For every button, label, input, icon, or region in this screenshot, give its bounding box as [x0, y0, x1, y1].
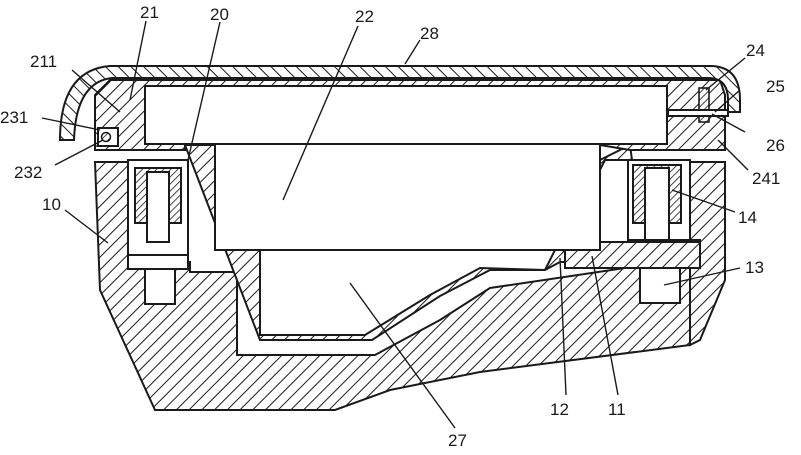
label-28: 28 [420, 24, 439, 43]
label-26: 26 [766, 136, 785, 155]
left-spring-core [147, 172, 169, 242]
label-10: 10 [42, 195, 61, 214]
pin-26 [668, 110, 728, 116]
label-27: 27 [448, 431, 467, 450]
label-13: 13 [745, 258, 764, 277]
label-14: 14 [738, 208, 757, 227]
label-211: 211 [30, 52, 57, 71]
label-231: 231 [0, 108, 28, 127]
label-241: 241 [752, 169, 780, 188]
right-spring-core [645, 168, 669, 240]
left-pad [128, 255, 188, 269]
label-11: 11 [608, 400, 626, 419]
label-232: 232 [14, 163, 42, 182]
label-21: 21 [140, 3, 159, 22]
label-20: 20 [210, 5, 229, 24]
label-22: 22 [355, 7, 374, 26]
label-12: 12 [550, 400, 569, 419]
label-24: 24 [746, 41, 765, 60]
display-panel [145, 86, 667, 144]
display-lower [215, 144, 600, 250]
left-foot [145, 269, 175, 304]
right-foot [640, 268, 680, 303]
label-25: 25 [766, 77, 785, 96]
